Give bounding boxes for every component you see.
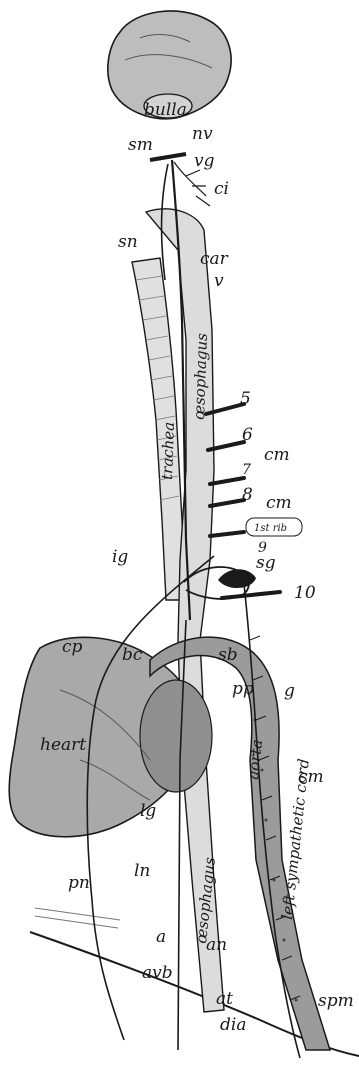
label-heart: heart <box>40 735 86 755</box>
label-cm-1: cm <box>264 445 290 465</box>
label-nv: nv <box>192 124 213 144</box>
label-vg: vg <box>194 151 215 171</box>
label-trachea: trachea <box>158 422 178 481</box>
label-cm-2: cm <box>266 493 292 513</box>
label-g: g <box>284 681 295 701</box>
label-rib: 1st rib <box>254 523 287 534</box>
label-at: at <box>216 989 233 1009</box>
label-v: v <box>214 271 224 291</box>
label-bulla: bulla <box>144 100 187 120</box>
label-lg: lg <box>140 801 156 821</box>
label-bc: bc <box>122 645 143 665</box>
label-ig: ig <box>112 547 128 567</box>
label-sn: sn <box>118 232 138 252</box>
label-an: an <box>206 935 227 955</box>
label-8: 8 <box>242 485 253 505</box>
pleura-hatch <box>35 908 120 928</box>
label-7: 7 <box>242 462 251 478</box>
sympathetic-ganglion <box>218 569 256 588</box>
label-sm: sm <box>128 135 153 155</box>
label-pn: pn <box>68 873 90 893</box>
label-sb: sb <box>218 645 238 665</box>
label-dia: dia <box>220 1015 246 1035</box>
label-10: 10 <box>294 583 316 603</box>
label-6: 6 <box>242 425 253 445</box>
label-a: a <box>156 927 166 947</box>
label-cp: cp <box>62 637 83 657</box>
label-spm: spm <box>318 991 354 1011</box>
label-5: 5 <box>240 389 251 409</box>
subclavian-bar <box>150 154 186 160</box>
label-ln: ln <box>134 861 150 881</box>
label-ci: ci <box>214 179 229 199</box>
label-esophagus-upper: œsophagus <box>190 333 211 421</box>
label-pp: pp <box>232 679 254 699</box>
label-cm-3: cm <box>298 767 324 787</box>
label-sg: sg <box>256 553 276 573</box>
label-avb: avb <box>142 963 173 983</box>
label-car: car <box>200 249 229 269</box>
